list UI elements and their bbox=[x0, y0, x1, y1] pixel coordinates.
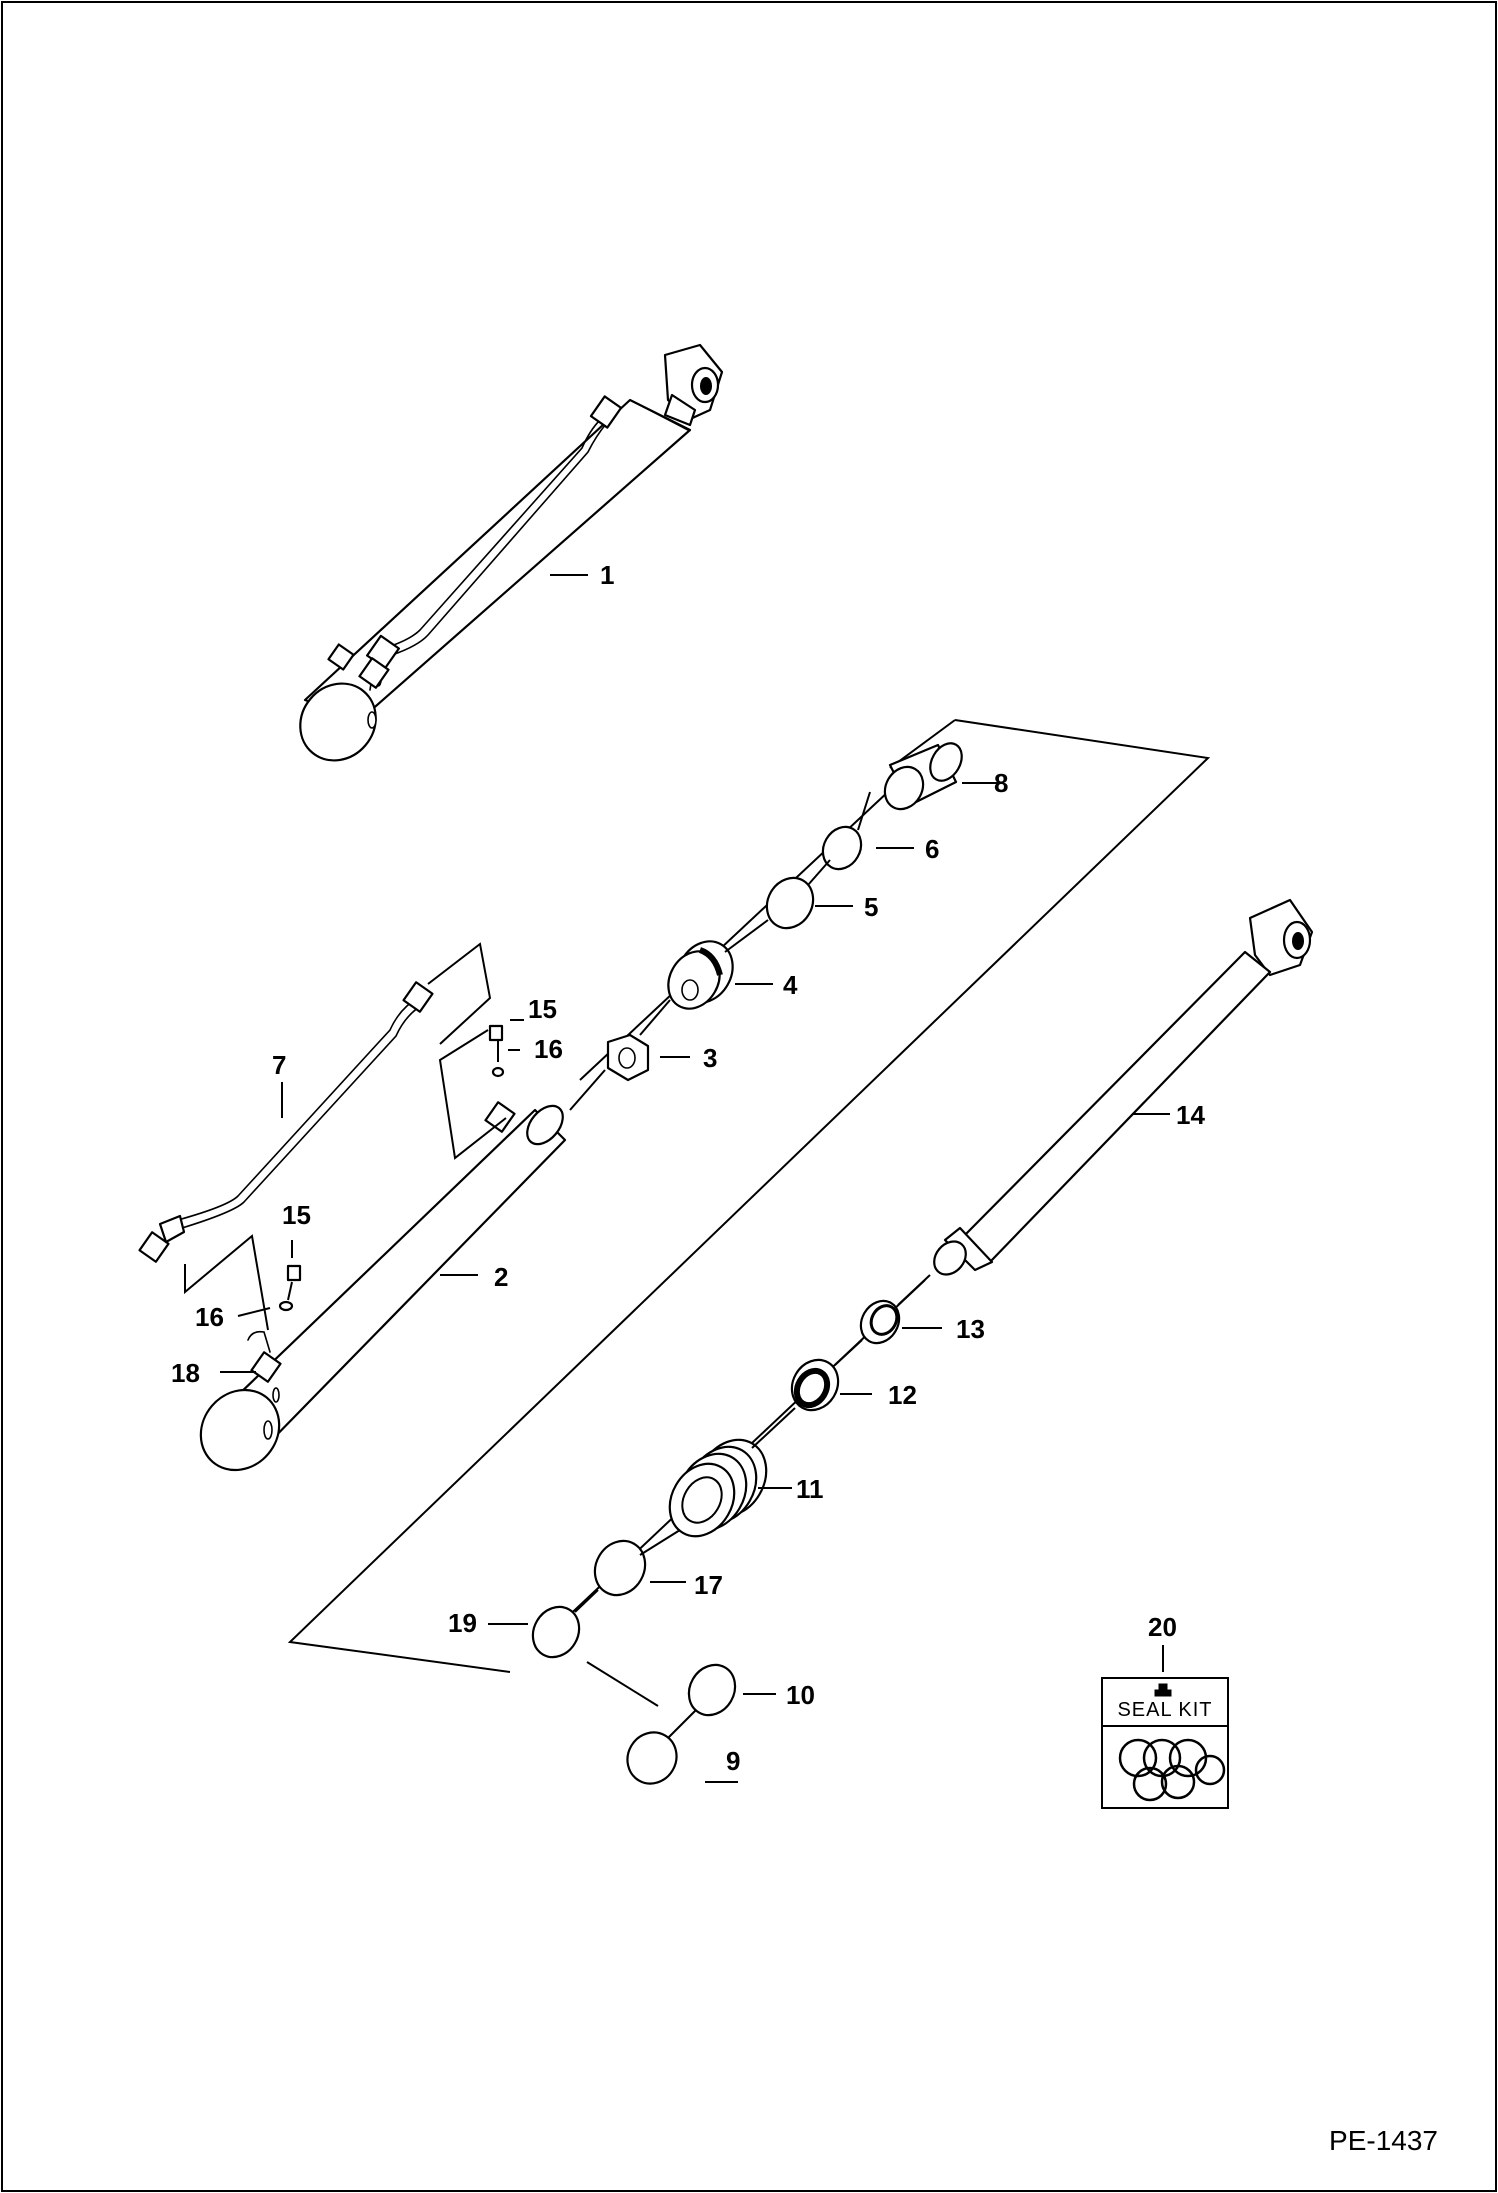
callout-1: 1 bbox=[600, 560, 614, 590]
part-6-ring bbox=[821, 825, 863, 871]
callout-5: 5 bbox=[864, 892, 878, 922]
callout-14: 14 bbox=[1176, 1100, 1205, 1130]
callout-6: 6 bbox=[925, 834, 939, 864]
part-3-nut bbox=[606, 1033, 650, 1082]
callout-17: 17 bbox=[694, 1570, 723, 1600]
part-5-ring bbox=[765, 876, 815, 930]
callout-15-upper: 15 bbox=[528, 994, 557, 1024]
part-10-ring bbox=[687, 1663, 737, 1717]
callout-4: 4 bbox=[783, 970, 798, 1000]
callout-9: 9 bbox=[726, 1746, 740, 1776]
drawing-number: PE-1437 bbox=[1329, 2125, 1438, 2156]
callout-18: 18 bbox=[171, 1358, 200, 1388]
parts-15-16-lower bbox=[278, 1264, 302, 1312]
callout-3: 3 bbox=[703, 1043, 717, 1073]
part-4-piston-seal bbox=[667, 940, 734, 1010]
callout-13: 13 bbox=[956, 1314, 985, 1344]
barrel bbox=[199, 1101, 567, 1472]
part-19-ring bbox=[531, 1605, 581, 1659]
callout-20: 20 bbox=[1148, 1612, 1177, 1642]
callout-16-upper: 16 bbox=[534, 1034, 563, 1064]
assembled-cylinder bbox=[299, 343, 724, 762]
callout-19: 19 bbox=[448, 1608, 477, 1638]
callout-2: 2 bbox=[494, 1262, 508, 1292]
seal-kit-rings-icon bbox=[1118, 1738, 1226, 1802]
callout-12: 12 bbox=[888, 1380, 917, 1410]
seal-kit-label: SEAL KIT bbox=[1117, 1699, 1212, 1721]
seal-kit-box: SEAL KIT bbox=[1101, 1677, 1229, 1809]
part-12-wiper bbox=[790, 1358, 840, 1412]
guide-lines bbox=[184, 719, 1211, 1707]
part-9-ring bbox=[626, 1731, 678, 1785]
callout-10: 10 bbox=[786, 1680, 815, 1710]
part-11-head bbox=[668, 1438, 768, 1538]
part-8-bushing bbox=[883, 742, 963, 811]
callout-8: 8 bbox=[994, 768, 1008, 798]
hydraulic-tube bbox=[138, 981, 434, 1263]
parts-15-16-upper bbox=[488, 1024, 505, 1078]
callout-7: 7 bbox=[272, 1050, 286, 1080]
callout-16-lower: 16 bbox=[195, 1302, 224, 1332]
part-14-rod bbox=[933, 898, 1314, 1276]
callout-11: 11 bbox=[796, 1474, 824, 1504]
part-17-ring bbox=[593, 1539, 647, 1597]
callout-15-lower: 15 bbox=[282, 1200, 311, 1230]
leader-lines bbox=[220, 574, 1170, 1783]
